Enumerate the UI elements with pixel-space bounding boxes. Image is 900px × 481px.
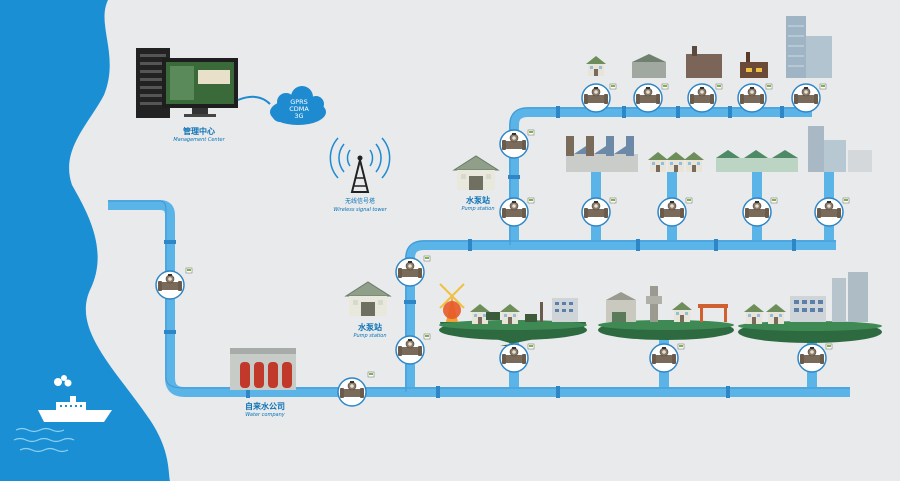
ship-icon <box>38 375 112 422</box>
gate-frame <box>698 304 728 322</box>
factory-row-middle <box>566 136 638 172</box>
cloud-line-gprs: GPRS <box>290 98 308 106</box>
management-center-en: Management Center <box>173 137 225 143</box>
signal-tower-en: Wireless signal tower <box>333 207 387 213</box>
windmill-icon <box>439 283 465 322</box>
greenhouse-group <box>716 150 798 172</box>
pump-station-lower-en: Pump station <box>353 333 387 339</box>
pump-station-upper-cn: 水泵站 <box>466 196 490 205</box>
house-group <box>648 152 704 172</box>
pump-station-icon <box>345 281 391 317</box>
factory-row-top <box>632 46 768 78</box>
skyscraper-icon <box>786 16 832 78</box>
signal-tower-label: 无线信号塔 Wireless signal tower <box>325 197 395 214</box>
pump-station-lower-label: 水泵站 Pump station <box>340 323 400 340</box>
water-company-building <box>230 348 296 390</box>
island-3 <box>738 321 882 343</box>
island-2 <box>598 320 734 340</box>
management-center-cn: 管理中心 <box>183 127 215 136</box>
cloud-icon <box>270 86 326 125</box>
pump-station-lower-cn: 水泵站 <box>358 323 382 332</box>
signal-tower-icon <box>329 137 391 193</box>
cloud-line-cdma: CDMA <box>289 105 309 113</box>
water-company-label: 自来水公司 Water company <box>228 402 302 419</box>
pump-station-upper-en: Pump station <box>461 206 495 212</box>
water-company-en: Water company <box>245 412 285 418</box>
pump-station-upper-label: 水泵站 Pump station <box>446 196 510 213</box>
cloud-line-3g: 3G <box>294 112 304 120</box>
computer-icon <box>162 58 238 117</box>
water-company-cn: 自来水公司 <box>245 402 285 411</box>
network-cloud-label: GPRS CDMA 3G <box>282 99 316 120</box>
skyscraper-icon <box>808 126 872 172</box>
signal-tower-cn: 无线信号塔 <box>344 198 375 205</box>
management-center-label: 管理中心 Management Center <box>164 127 234 144</box>
skyscraper-icon <box>832 272 868 322</box>
pump-station-icon <box>453 155 499 191</box>
sea-area <box>0 0 170 481</box>
